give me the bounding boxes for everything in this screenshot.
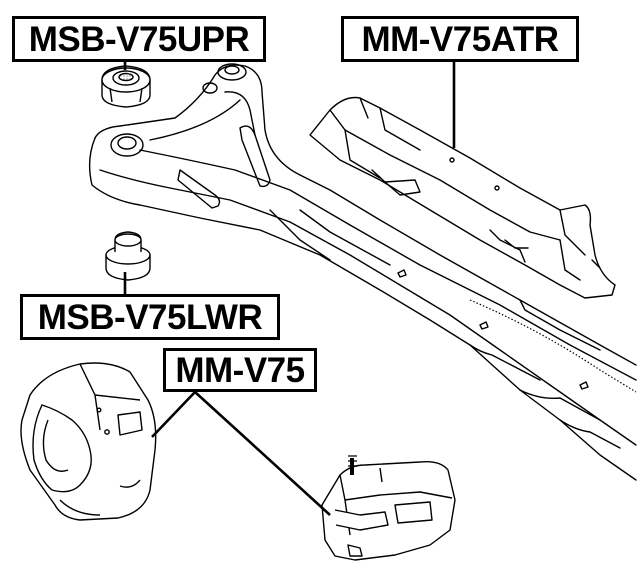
right-engine-mount [321,455,456,561]
upper-bushing [101,65,151,108]
left-engine-mount [20,362,157,521]
leader-right-mount [194,391,331,516]
harness-line [469,299,637,393]
leader-left-mount [151,391,196,438]
label-bushing-lower: MSB-V75LWR [20,294,280,340]
label-bushing-upper: MSB-V75UPR [12,16,266,62]
label-engine-mount: MM-V75 [163,348,317,392]
leader-lines [123,62,456,516]
subframe-crossmember [88,63,637,481]
lower-bushing [105,231,151,281]
transmission-mount [309,96,616,299]
label-transmission-mount: MM-V75ATR [341,16,579,62]
